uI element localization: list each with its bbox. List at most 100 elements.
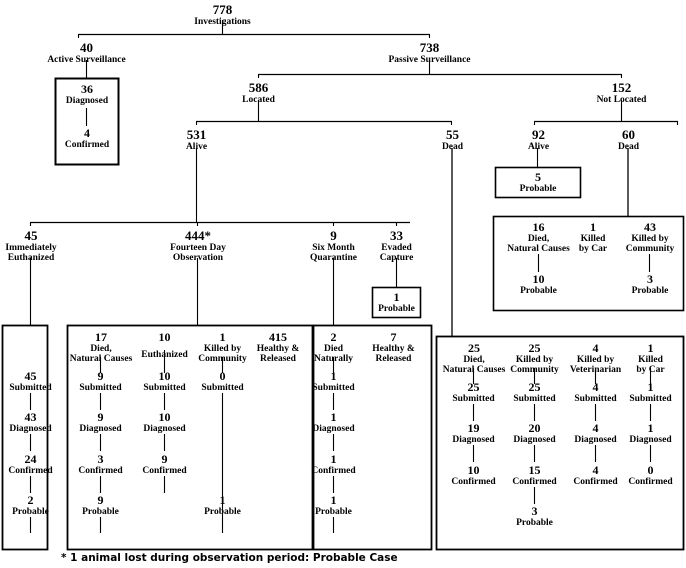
node-notlocated-dead: 60 Dead <box>593 128 664 152</box>
box4-col-2-step-1-value: 4 <box>592 421 599 435</box>
box2-col-2-step-0: 0 Submitted <box>195 370 250 393</box>
box4-col-1-step-1: 20 Diagnosed <box>507 422 562 445</box>
box2-col-2-step-1-label: Probable <box>204 506 241 517</box>
node-located-dead: 55 Dead <box>417 128 488 152</box>
notlocated-dead-col-2-step-0-label: Probable <box>631 285 669 296</box>
box3-col-0-step-0: 1 Submitted <box>306 370 361 393</box>
branch-six-month-quarantine-label: Six Month Quarantine <box>310 242 357 263</box>
box1-col-0-step-1: 43 Diagnosed <box>3 411 58 434</box>
notlocated-dead-col-2-header: 43 Killed by Community <box>616 221 684 254</box>
active-box-step-diagnosed-value: 36 <box>81 82 93 96</box>
box2-col-1-step-1-label: Diagnosed <box>143 423 186 434</box>
node-located-alive: 531 Alive <box>161 128 232 152</box>
box4-col-1-step-3: 3 Probable <box>507 505 562 528</box>
box2-col-0-step-2-label: Confirmed <box>78 465 123 476</box>
node-notlocated-alive-value: 92 <box>532 127 545 142</box>
node-active-surveillance-label: Active Surveillance <box>47 54 126 65</box>
branch-immediately-euthanized-label: Immediately Euthanized <box>5 242 57 263</box>
node-investigations-label: Investigations <box>194 16 251 27</box>
box3-col-0-step-2-value: 1 <box>330 452 337 466</box>
box2-col-1-header: 10 Euthanized <box>133 331 196 360</box>
box2-col-0-header: 17 Died, Natural Causes <box>63 331 139 364</box>
notlocated-alive-probable-label: Probable <box>519 183 557 194</box>
box2-col-2-step-1-value: 1 <box>219 493 226 507</box>
box2-col-1-step-2-value: 9 <box>161 452 168 466</box>
box2-col-1-step-0-value: 10 <box>158 369 171 383</box>
box2-col-2-value: 1 <box>219 330 226 344</box>
notlocated-dead-col-2-value: 43 <box>644 220 656 234</box>
box4-col-2-step-1: 4 Diagnosed <box>568 422 623 445</box>
box4-col-1-step-1-value: 20 <box>528 421 541 435</box>
node-active-surveillance-value: 40 <box>80 40 93 55</box>
notlocated-dead-col-2-label: Killed by Community <box>625 233 675 254</box>
evaded-box-probable-label: Probable <box>378 303 415 314</box>
box4-col-3-step-0-value: 1 <box>647 380 654 394</box>
box3-col-1-header: 7 Healthy & Released <box>365 331 422 364</box>
box3-col-0-step-0-label: Submitted <box>312 382 355 393</box>
box2-col-1-value: 10 <box>158 330 171 344</box>
notlocated-dead-col-0-step-0-label: Probable <box>520 285 557 296</box>
branch-evaded-capture-value: 33 <box>390 228 403 243</box>
node-passive-surveillance-value: 738 <box>419 40 440 55</box>
notlocated-dead-col-0-value: 16 <box>532 220 545 234</box>
node-located-label: Located <box>242 94 275 105</box>
node-active-surveillance: 40 Active Surveillance <box>36 41 137 65</box>
box2-col-0-step-0-value: 9 <box>97 369 104 383</box>
box3-col-1-label: Healthy & Released <box>372 343 415 364</box>
box4-col-2-step-0-label: Submitted <box>574 393 617 404</box>
branch-fourteen-day-observation: 444* Fourteen Day Observation <box>150 229 246 263</box>
node-notlocated-alive: 92 Alive <box>503 128 574 152</box>
box2-col-0-step-1-value: 9 <box>97 410 104 424</box>
box2-col-1-step-0-label: Submitted <box>143 382 186 393</box>
box4-col-1-label: Killed by Community <box>510 354 559 375</box>
node-located-dead-label: Dead <box>441 141 464 152</box>
branch-immediately-euthanized-value: 45 <box>24 228 38 243</box>
box4-col-0-step-0: 25 Submitted <box>446 381 501 404</box>
node-investigations: 778 Investigations <box>187 3 258 27</box>
box2-col-0-step-3-value: 9 <box>97 493 104 507</box>
box4-col-0-step-0-value: 25 <box>467 380 480 394</box>
notlocated-dead-col-0-step-0-value: 10 <box>532 272 545 286</box>
box2-col-0-step-1-label: Diagnosed <box>79 423 122 434</box>
box4-col-0-step-2-label: Confirmed <box>451 476 496 487</box>
notlocated-dead-col-2-step-0-value: 3 <box>647 272 653 286</box>
node-notlocated-alive-label: Alive <box>527 141 550 152</box>
branch-evaded-capture-label: Evaded Capture <box>379 242 414 263</box>
node-not-located-value: 152 <box>611 80 632 95</box>
box2-col-2-step-0-value: 0 <box>219 369 226 383</box>
box2-col-0-step-2-value: 3 <box>97 452 104 466</box>
evaded-box-step-probable: 1 Probable <box>373 291 420 314</box>
box2-col-0-step-3-label: Probable <box>82 506 119 517</box>
box1-col-0-step-1-label: Diagnosed <box>9 423 52 434</box>
box4-col-1-step-2-value: 15 <box>528 463 541 477</box>
node-notlocated-dead-value: 60 <box>622 127 635 142</box>
box4-col-3-step-2: 0 Confirmed <box>623 464 678 487</box>
notlocated-dead-col-1-value: 1 <box>590 220 596 234</box>
notlocated-dead-col-1-header: 1 Killed by Car <box>563 221 623 254</box>
box4-col-3-header: 1 Killed by Car <box>622 342 679 375</box>
box4-col-3-label: Killed by Car <box>636 354 665 375</box>
box4-col-3-value: 1 <box>647 341 654 355</box>
box3-col-0-step-3: 1 Probable <box>306 494 361 517</box>
branch-fourteen-day-observation-value: 444* <box>185 228 211 243</box>
branch-six-month-quarantine-value: 9 <box>330 228 337 243</box>
box2-col-3-value: 415 <box>269 330 287 344</box>
box3-col-0-step-0-value: 1 <box>330 369 337 383</box>
box4-col-1-step-0: 25 Submitted <box>507 381 562 404</box>
box2-col-2-step-0-label: Submitted <box>201 382 244 393</box>
node-passive-surveillance-label: Passive Surveillance <box>388 54 471 65</box>
node-passive-surveillance: 738 Passive Surveillance <box>376 41 483 65</box>
box4-col-2-step-1-label: Diagnosed <box>574 434 617 445</box>
box2-col-2-label: Killed by Community <box>198 343 247 364</box>
box1-col-0-step-1-value: 43 <box>24 410 37 424</box>
box4-col-2-step-2-value: 4 <box>592 463 599 477</box>
box2-col-1-step-0: 10 Submitted <box>137 370 192 393</box>
box2-col-0-value: 17 <box>95 330 107 344</box>
notlocated-alive-box-step-probable: 5 Probable <box>496 171 580 194</box>
box3-col-0-step-3-value: 1 <box>330 493 337 507</box>
branch-immediately-euthanized: 45 Immediately Euthanized <box>0 229 62 263</box>
box2-col-2-header: 1 Killed by Community <box>192 331 253 364</box>
box4-col-1-step-3-label: Probable <box>516 517 553 528</box>
